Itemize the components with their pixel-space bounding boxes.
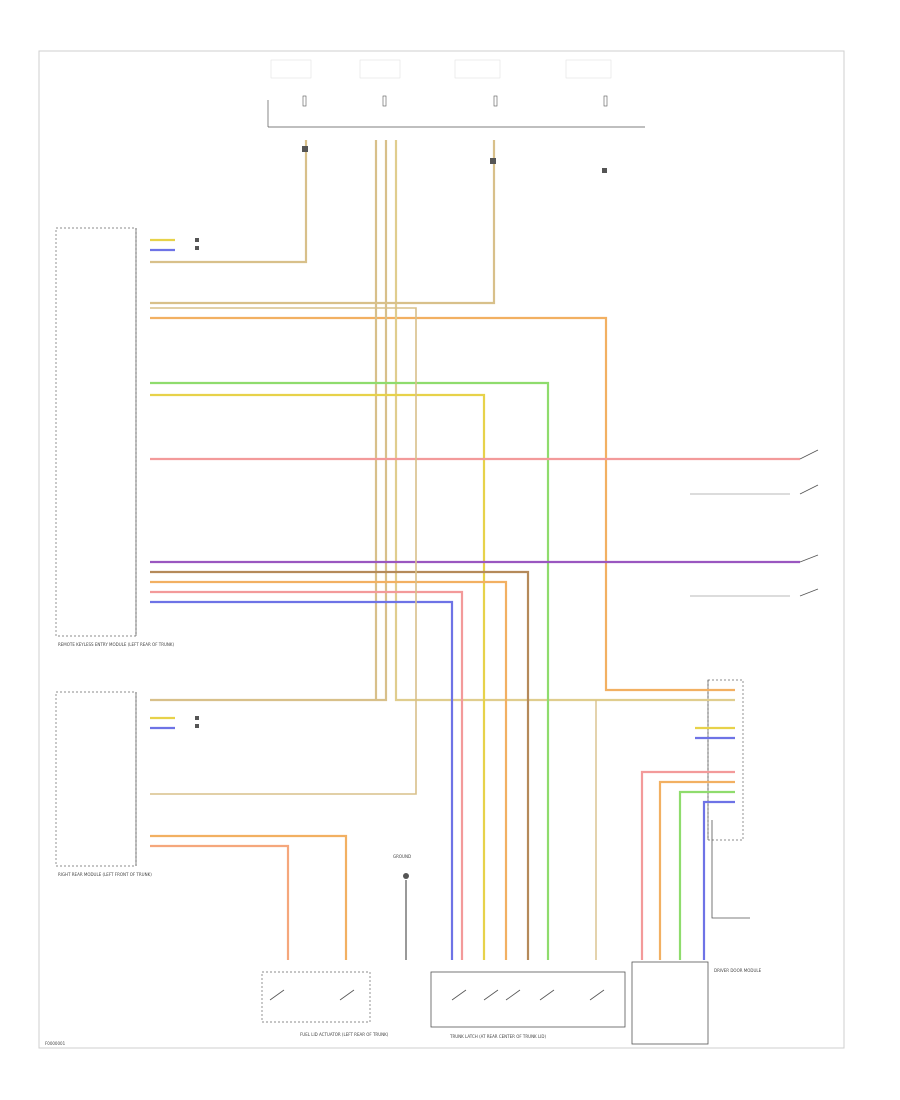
wire-yellow-2 <box>150 393 486 960</box>
trunk-latch-switches <box>451 989 605 1001</box>
wire-blue-3 <box>150 600 454 960</box>
left-module-box <box>55 227 137 637</box>
wire-green-2 <box>678 790 735 960</box>
wires <box>150 140 800 960</box>
connector-markers <box>195 146 607 879</box>
fuse-4 <box>565 59 612 107</box>
right-module-box <box>55 691 137 867</box>
trunk-latch-box <box>430 971 626 1028</box>
wire-brown-1 <box>150 570 530 960</box>
wire-grey-4 <box>711 820 750 919</box>
wire-tan-5 <box>150 140 496 305</box>
wire-orange-5 <box>658 780 735 960</box>
wire-blue-4 <box>702 800 735 960</box>
fuse-3 <box>454 59 501 107</box>
wire-orange-2 <box>150 580 508 960</box>
wire-green-1 <box>150 381 550 960</box>
diagram-frame <box>38 50 845 1049</box>
page-id: F0000001 <box>45 1041 66 1046</box>
wire-orange-4 <box>150 844 290 960</box>
fuse-2 <box>359 59 401 107</box>
fuse-1 <box>270 59 312 107</box>
fuel-lid-label: FUEL LID ACTUATOR (LEFT REAR OF TRUNK) <box>300 1032 389 1037</box>
ground-label: GROUND <box>393 854 411 859</box>
fuel-lid-switches <box>269 989 355 1001</box>
wire-pink-2 <box>640 770 735 960</box>
wire-tan-4 <box>394 140 735 702</box>
switch-right-lower <box>799 554 819 597</box>
wire-pink-1 <box>150 590 464 960</box>
fuse-block <box>267 59 645 128</box>
wire-tan-1 <box>150 140 308 264</box>
trunk-latch-label: TRUNK LATCH (AT REAR CENTER OF TRUNK LID… <box>449 1034 546 1039</box>
left-module-label: REMOTE KEYLESS ENTRY MODULE (LEFT REAR O… <box>58 642 175 647</box>
wire-tan-6 <box>150 307 417 795</box>
driver-door-module-box <box>707 679 744 841</box>
right-module-label: RIGHT REAR MODULE (LEFT FRONT OF TRUNK) <box>58 872 152 877</box>
fuel-lid-box <box>261 971 371 1023</box>
right-box-label: DRIVER DOOR MODULE <box>714 968 762 973</box>
right-bottom-box <box>631 961 709 1045</box>
wire-orange-1 <box>150 316 735 692</box>
wire-orange-3 <box>150 834 348 960</box>
switch-right-upper <box>799 449 819 495</box>
wire-tan-2 <box>150 140 388 702</box>
